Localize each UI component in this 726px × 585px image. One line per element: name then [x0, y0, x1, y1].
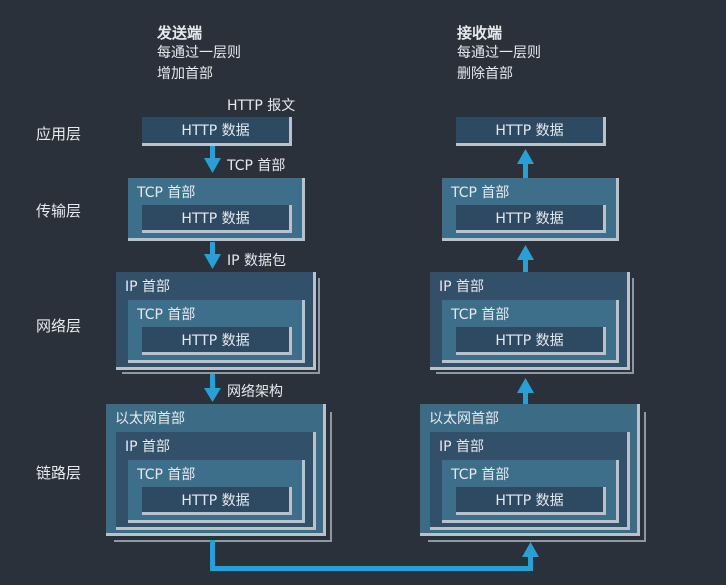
- ip-header-label: IP 首部: [439, 439, 485, 455]
- http-data-block: HTTP 数据: [142, 205, 292, 233]
- http-data-block: HTTP 数据: [456, 205, 606, 233]
- layer-label-link: 链路层: [36, 464, 82, 482]
- sender-desc-line2: 增加首部: [157, 66, 213, 82]
- up-arrow-shaft-2: [523, 258, 528, 272]
- sender-network-shadow: [122, 278, 320, 374]
- ip-packet: IP 首部 TCP 首部 HTTP 数据: [116, 432, 316, 530]
- annotation-http-message: HTTP 报文: [227, 98, 296, 114]
- connector-right: [528, 555, 533, 571]
- down-arrow-shaft-1: [210, 146, 215, 160]
- annotation-ip-packet: IP 数据包: [227, 253, 287, 269]
- receiver-link-shadow: [428, 412, 646, 542]
- sender-desc-line1: 每通过一层则: [157, 45, 241, 61]
- up-arrow-head-link: [522, 542, 539, 557]
- down-arrow-head-3: [204, 388, 221, 402]
- layer-label-application: 应用层: [36, 125, 82, 143]
- http-data-label: HTTP 数据: [181, 123, 250, 139]
- sender-app-http-data: HTTP 数据: [142, 117, 292, 146]
- up-arrow-head-2: [517, 245, 534, 260]
- ethernet-header-label: 以太网首部: [115, 411, 185, 427]
- tcp-segment: TCP 首部 HTTP 数据: [442, 300, 619, 363]
- http-data-label: HTTP 数据: [181, 332, 250, 349]
- receiver-network-shadow: [436, 278, 634, 374]
- http-data-block: HTTP 数据: [456, 327, 606, 355]
- http-data-label: HTTP 数据: [181, 210, 250, 227]
- ethernet-header-label: 以太网首部: [429, 411, 499, 427]
- annotation-tcp-header: TCP 首部: [227, 158, 286, 174]
- http-data-block: HTTP 数据: [456, 487, 606, 515]
- sender-network-packet: IP 首部 TCP 首部 HTTP 数据: [116, 272, 316, 370]
- ip-header-label: IP 首部: [439, 279, 485, 295]
- sender-link-shadow: [114, 412, 332, 542]
- http-data-label: HTTP 数据: [495, 123, 564, 139]
- up-arrow-shaft-1: [523, 391, 528, 404]
- down-arrow-head-2: [204, 254, 221, 269]
- http-data-label: HTTP 数据: [495, 210, 564, 227]
- layer-label-transport: 传输层: [36, 202, 82, 220]
- receiver-link-frame: 以太网首部 IP 首部 TCP 首部 HTTP 数据: [420, 404, 640, 536]
- tcp-segment: TCP 首部 HTTP 数据: [128, 460, 305, 523]
- receiver-transport-segment: TCP 首部 HTTP 数据: [442, 178, 619, 241]
- tcp-header-label: TCP 首部: [451, 467, 510, 483]
- receiver-app-http-data: HTTP 数据: [456, 117, 606, 146]
- tcp-header-label: TCP 首部: [451, 185, 510, 201]
- ip-header-label: IP 首部: [125, 439, 171, 455]
- tcp-header-label: TCP 首部: [137, 467, 196, 483]
- receiver-desc-line1: 每通过一层则: [457, 45, 541, 61]
- receiver-desc-line2: 删除首部: [457, 66, 513, 82]
- tcp-segment: TCP 首部 HTTP 数据: [128, 300, 305, 363]
- ip-packet: IP 首部 TCP 首部 HTTP 数据: [430, 432, 630, 530]
- connector-bottom: [210, 566, 533, 571]
- up-arrow-shaft-3: [523, 162, 528, 178]
- http-data-label: HTTP 数据: [495, 492, 564, 509]
- http-data-label: HTTP 数据: [181, 492, 250, 509]
- connector-left: [210, 540, 215, 571]
- down-arrow-shaft-2: [210, 242, 215, 256]
- tcp-segment: TCP 首部 HTTP 数据: [442, 460, 619, 523]
- http-data-label: HTTP 数据: [495, 332, 564, 349]
- ip-header-label: IP 首部: [125, 279, 171, 295]
- tcp-header-label: TCP 首部: [451, 307, 510, 323]
- annotation-ethernet-frame: 网络架构: [227, 384, 283, 400]
- sender-transport-segment: TCP 首部 HTTP 数据: [128, 178, 305, 241]
- up-arrow-head-3: [517, 149, 534, 164]
- tcp-header-label: TCP 首部: [137, 185, 196, 201]
- http-data-block: HTTP 数据: [142, 327, 292, 355]
- sender-link-frame: 以太网首部 IP 首部 TCP 首部 HTTP 数据: [106, 404, 326, 536]
- up-arrow-head-1: [517, 378, 534, 393]
- layer-label-network: 网络层: [36, 317, 82, 335]
- down-arrow-head-1: [204, 158, 221, 173]
- receiver-title: 接收端: [457, 24, 503, 42]
- down-arrow-shaft-3: [210, 374, 215, 390]
- receiver-network-packet: IP 首部 TCP 首部 HTTP 数据: [430, 272, 630, 370]
- sender-title: 发送端: [157, 24, 203, 42]
- http-data-block: HTTP 数据: [142, 487, 292, 515]
- tcp-header-label: TCP 首部: [137, 307, 196, 323]
